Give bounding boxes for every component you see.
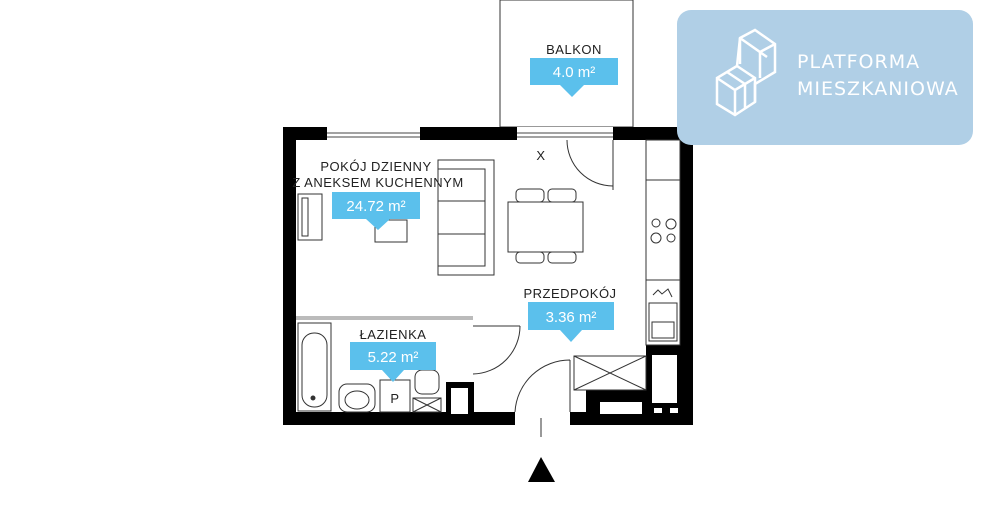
furniture [297, 139, 681, 413]
room-name: ŁAZIENKA [360, 327, 427, 342]
socket-mark: P [390, 391, 399, 406]
room-name: Z ANEKSEM KUCHENNYM [292, 175, 463, 190]
balcony-door [566, 139, 614, 190]
bathroom-door [472, 325, 521, 375]
room-name: POKÓJ DZIENNY [320, 159, 431, 174]
cube-logo-icon [715, 28, 777, 117]
room-name: BALKON [546, 42, 602, 57]
logo-text-line2: MIESZKANIOWA [797, 78, 959, 100]
room-label-pokoj: POKÓJ DZIENNY Z ANEKSEM KUCHENNYM 24.72 … [292, 159, 463, 230]
logo-text-line1: PLATFORMA [797, 51, 920, 73]
room-area: 24.72 m² [346, 198, 405, 215]
room-area: 5.22 m² [368, 349, 419, 366]
entrance-door [514, 359, 571, 437]
room-area: 3.36 m² [546, 309, 597, 326]
platforma-mieszkaniowa-logo: PLATFORMA MIESZKANIOWA [677, 10, 973, 145]
room-label-balkon: BALKON 4.0 m² [530, 42, 618, 97]
room-name: PRZEDPOKÓJ [523, 286, 616, 301]
room-label-przedpokoj: PRZEDPOKÓJ 3.36 m² [523, 286, 616, 342]
bathroom-wall [296, 316, 473, 320]
room-area: 4.0 m² [553, 64, 596, 81]
window-left [327, 127, 420, 140]
entrance-arrow-icon [528, 457, 555, 482]
window-mark: X [536, 148, 545, 163]
window-balcony [517, 127, 613, 140]
room-label-lazienka: ŁAZIENKA 5.22 m² [350, 327, 436, 382]
